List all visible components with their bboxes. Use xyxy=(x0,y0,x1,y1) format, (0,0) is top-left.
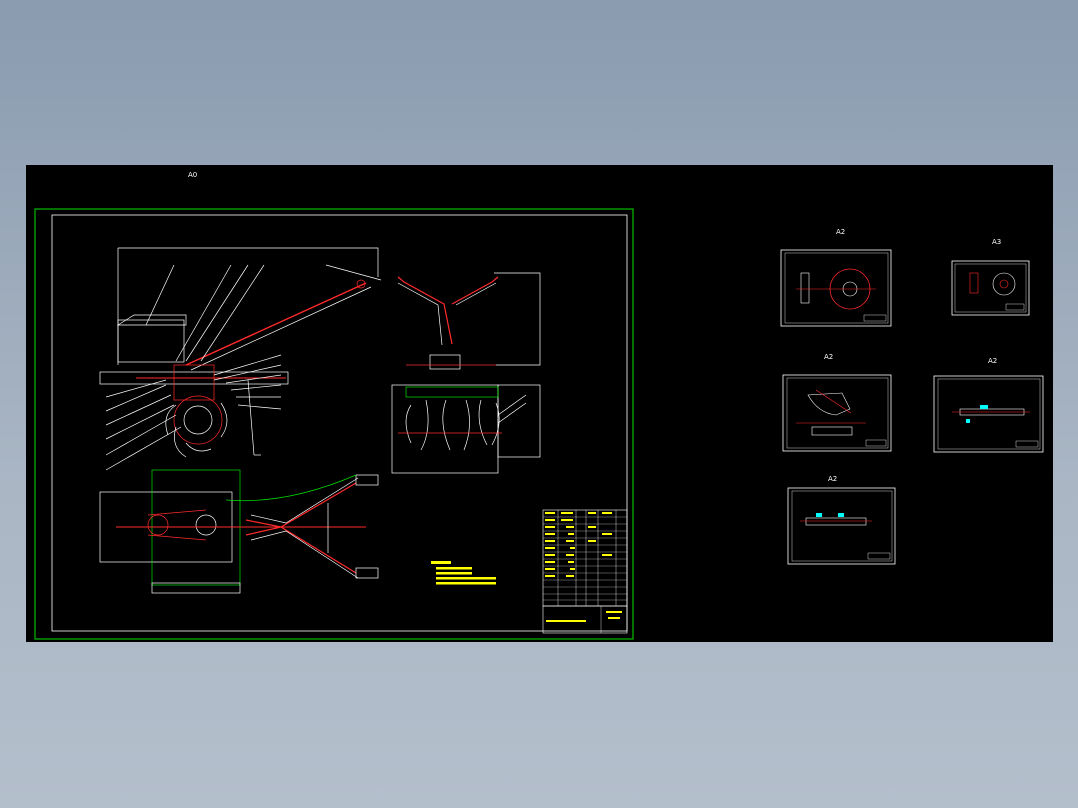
sheet-label-detail-3: A2 xyxy=(824,353,833,361)
sheet-label-detail-5: A2 xyxy=(828,475,837,483)
detail-sheet-3[interactable]: A2 xyxy=(782,353,892,452)
side-view xyxy=(99,247,382,471)
sheet-label-detail-2: A3 xyxy=(992,238,1001,246)
cad-drawing-canvas[interactable]: A0 xyxy=(26,165,1053,642)
detail-sheet-4[interactable]: A2 xyxy=(933,357,1044,453)
top-view xyxy=(99,469,379,594)
parts-list-table xyxy=(542,509,628,634)
sheet-label-detail-4: A2 xyxy=(988,357,997,365)
sheet-label-detail-1: A2 xyxy=(836,228,845,236)
main-assembly-sheet[interactable]: A0 xyxy=(34,171,634,640)
inner-frame xyxy=(51,214,628,632)
technical-notes xyxy=(431,561,496,585)
detail-sheet-5[interactable]: A2 xyxy=(787,475,896,565)
outer-frame xyxy=(34,208,634,640)
detail-sheet-2[interactable]: A3 xyxy=(951,238,1030,316)
detail-sheet-1[interactable]: A2 xyxy=(780,228,892,327)
sheet-label-main: A0 xyxy=(188,171,197,179)
front-view xyxy=(391,272,541,474)
